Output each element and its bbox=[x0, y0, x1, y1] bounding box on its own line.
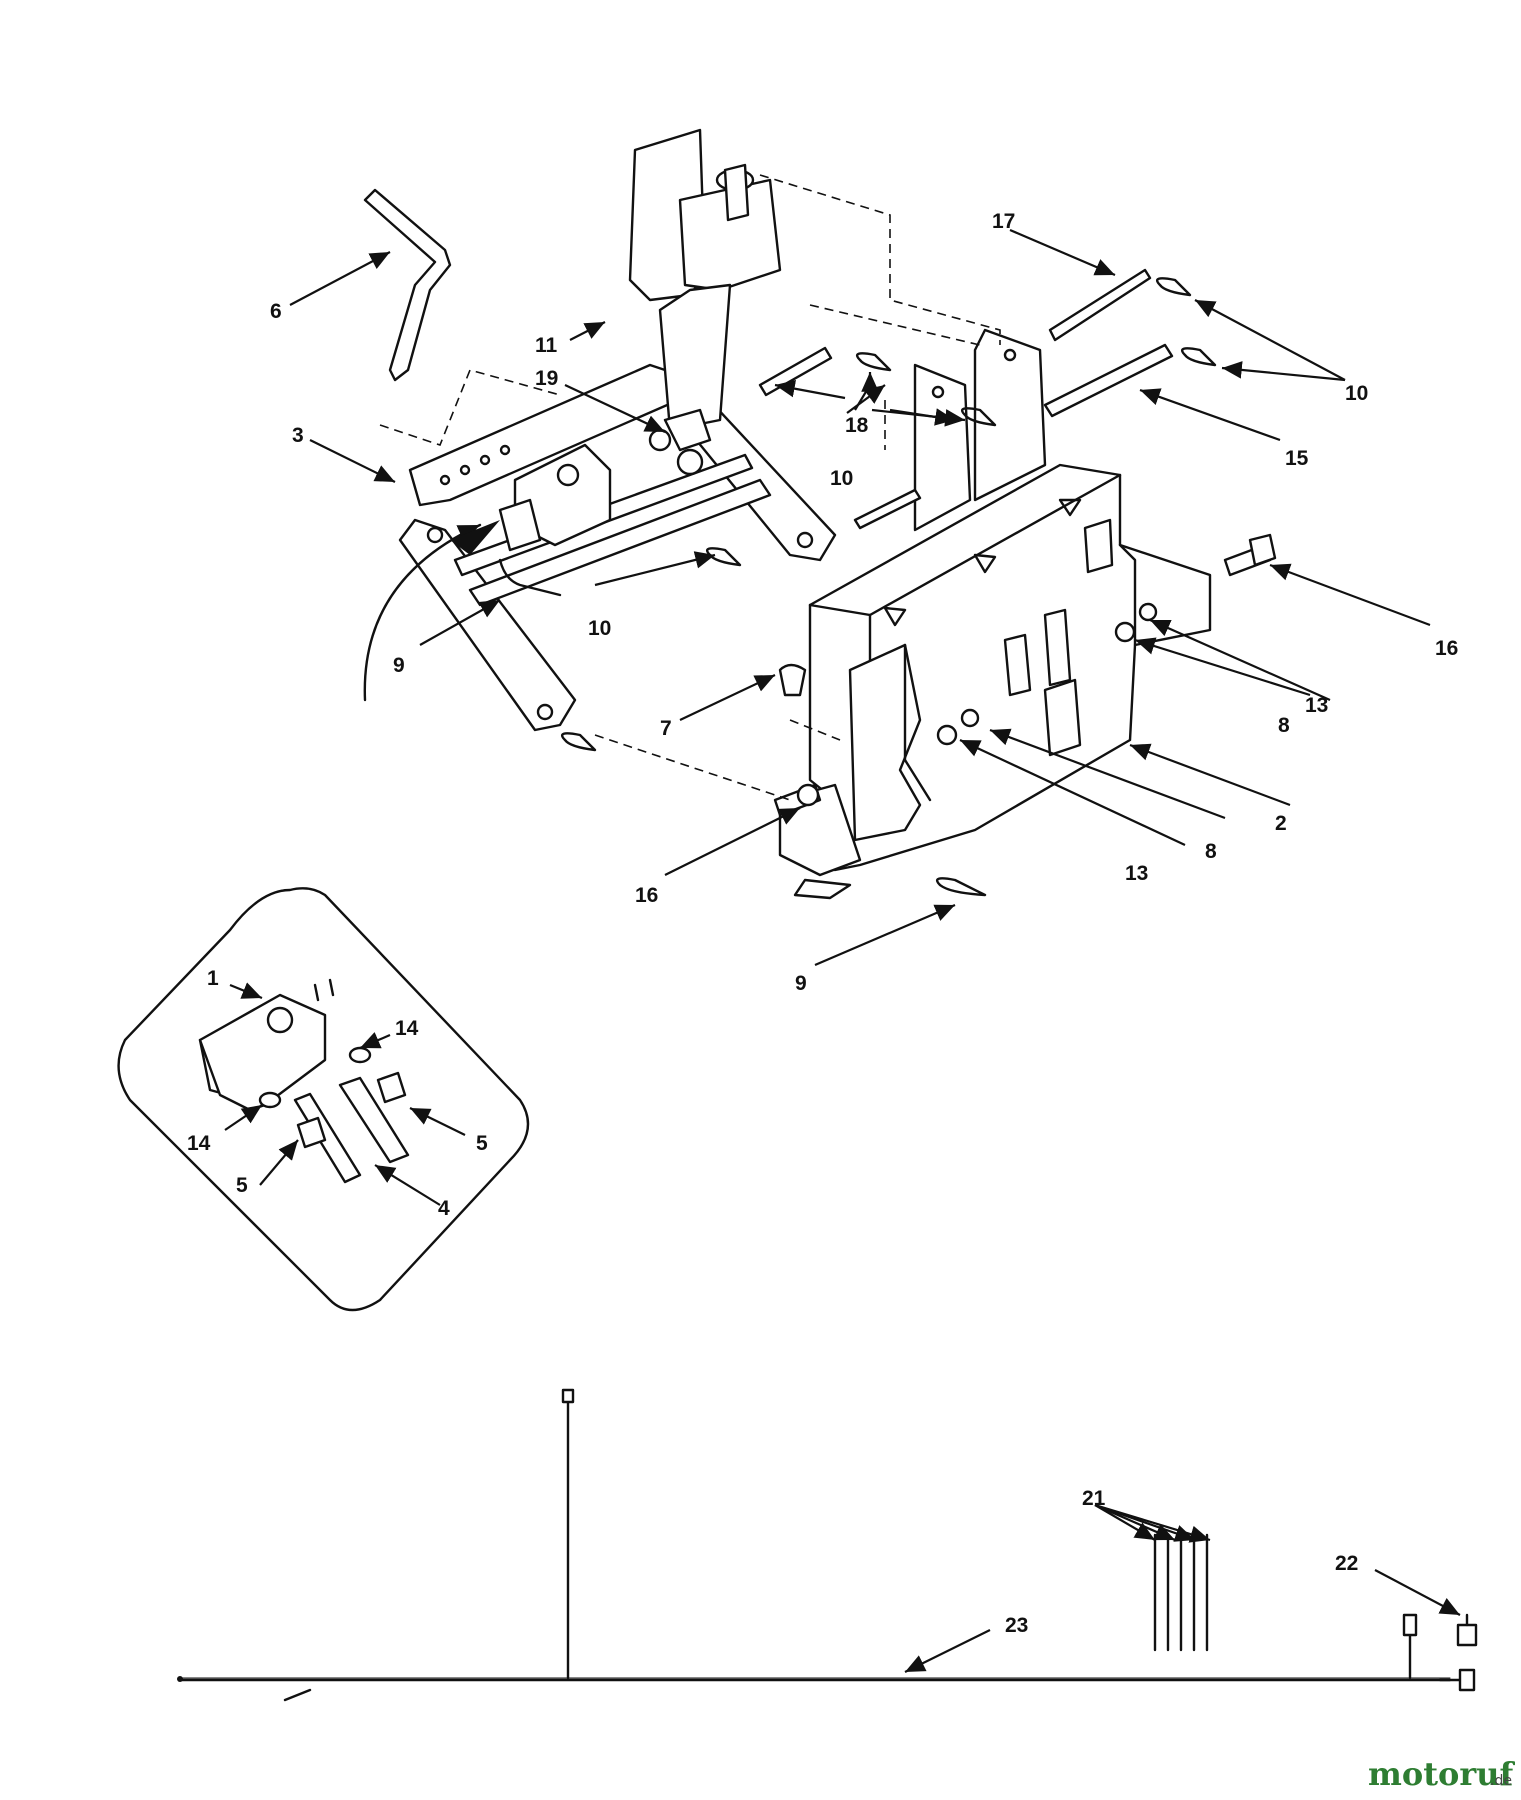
bolts-and-washers bbox=[773, 533, 1277, 817]
callout-7: 7 bbox=[660, 717, 672, 740]
callout-21: 21 bbox=[1082, 1487, 1106, 1510]
actuator-mount-installed bbox=[498, 443, 612, 597]
watermark-tld: .de bbox=[1490, 1773, 1512, 1789]
callout-14a: 14 bbox=[395, 1017, 419, 1040]
callout-17: 17 bbox=[992, 210, 1015, 233]
callout-5b: 5 bbox=[236, 1174, 248, 1197]
callout-8a: 8 bbox=[1278, 714, 1290, 737]
callout-3: 3 bbox=[292, 424, 304, 447]
crank-handle bbox=[363, 188, 452, 382]
callout-14b: 14 bbox=[187, 1132, 211, 1155]
callout-16a: 16 bbox=[1435, 637, 1458, 660]
callout-labels: 1 2 3 4 5 5 6 7 8 8 9 9 10 10 10 10 11 1… bbox=[187, 210, 1458, 1637]
callout-16b: 16 bbox=[635, 884, 658, 907]
callout-2: 2 bbox=[1275, 812, 1287, 835]
watermark-logo: motoruf .de bbox=[1368, 1755, 1515, 1793]
callout-18: 18 bbox=[845, 414, 869, 437]
callout-6: 6 bbox=[270, 300, 282, 323]
callout-1: 1 bbox=[207, 967, 219, 990]
callout-13a: 13 bbox=[1305, 694, 1328, 717]
callout-13b: 13 bbox=[1125, 862, 1148, 885]
callout-10b: 10 bbox=[830, 467, 853, 490]
leader-lines bbox=[224, 228, 1461, 1673]
wiring-harness bbox=[177, 1388, 1478, 1702]
clevis-pin bbox=[778, 663, 807, 697]
callout-9b: 9 bbox=[795, 972, 807, 995]
callout-8b: 8 bbox=[1205, 840, 1217, 863]
callout-9a: 9 bbox=[393, 654, 405, 677]
watermark-text: motoruf bbox=[1368, 1755, 1515, 1793]
callout-5a: 5 bbox=[476, 1132, 488, 1155]
upright-side-plates bbox=[913, 328, 1047, 532]
assembly-dashed-lines bbox=[379, 174, 1001, 801]
callout-15: 15 bbox=[1285, 447, 1309, 470]
main-mounting-bracket bbox=[778, 463, 1212, 900]
curved-install-arrow bbox=[363, 520, 500, 702]
callout-4: 4 bbox=[438, 1197, 450, 1220]
hairpin-clips bbox=[561, 277, 1217, 897]
callout-23: 23 bbox=[1005, 1614, 1028, 1637]
callout-19: 19 bbox=[535, 367, 558, 390]
inset-detail bbox=[117, 887, 530, 1312]
electric-actuator bbox=[628, 128, 782, 476]
callout-11: 11 bbox=[535, 334, 558, 357]
callout-10c: 10 bbox=[588, 617, 611, 640]
callout-10a: 10 bbox=[1345, 382, 1368, 405]
callout-22: 22 bbox=[1335, 1552, 1358, 1575]
